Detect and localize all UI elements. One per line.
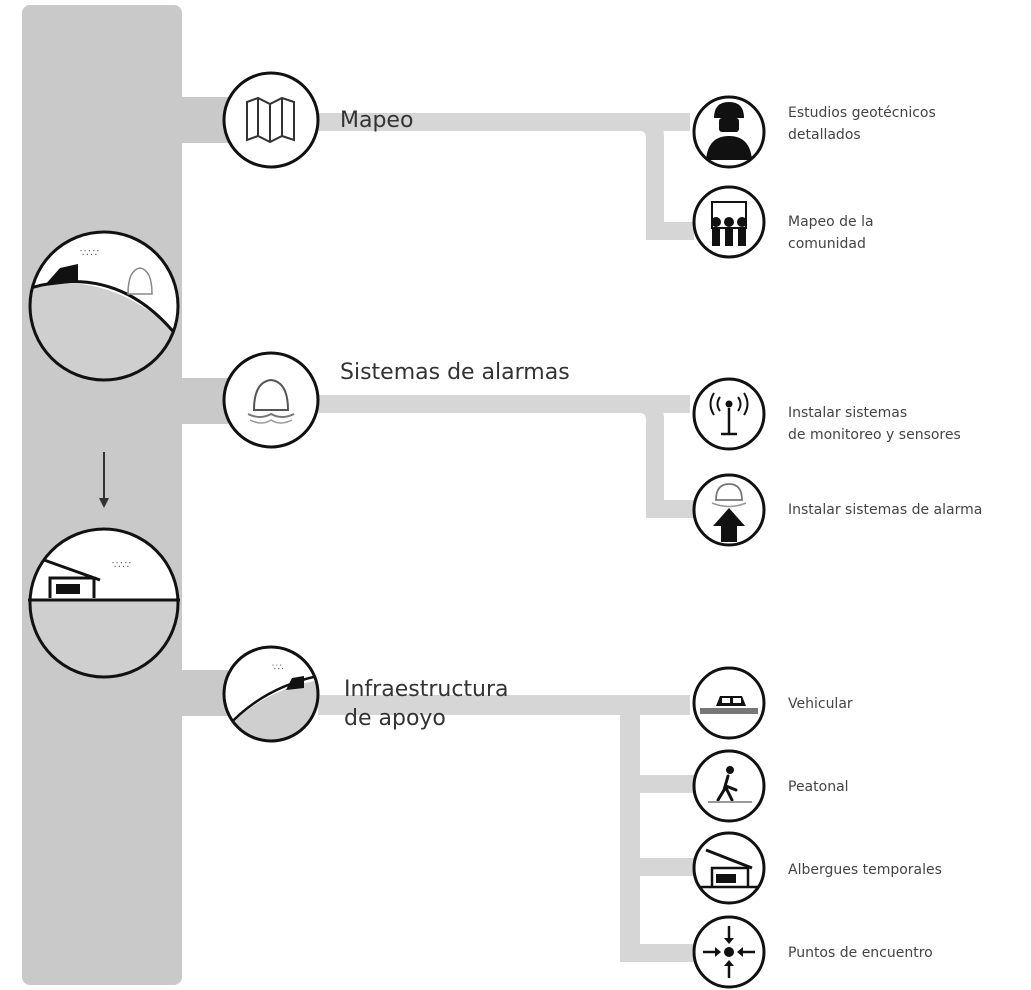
item-label-line: Instalar sistemas de alarma <box>788 502 983 518</box>
item-label-estudios: Estudios geotécnicos detallados <box>788 103 936 146</box>
antenna-icon <box>692 377 766 451</box>
item-label-mapeo-comunidad: Mapeo de la comunidad <box>788 212 874 255</box>
item-label-line: Mapeo de la <box>788 214 874 230</box>
category-label-line: de apoyo <box>344 705 446 731</box>
branch-mapeo <box>318 113 694 240</box>
item-label-vehicular: Vehicular <box>788 694 853 716</box>
hillside-house-icon: ∵∴ <box>222 645 320 743</box>
alarm-evacuation-icon <box>692 473 766 547</box>
category-label-infraestructura: Infraestructura de apoyo <box>344 676 509 733</box>
item-label-line: de monitoreo y sensores <box>788 426 961 443</box>
item-label-monitoreo: Instalar sistemas de monitoreo y sensore… <box>788 403 961 446</box>
alarm-bell-icon <box>222 351 320 449</box>
category-label-line: Infraestructura <box>344 677 509 702</box>
item-label-line: Instalar sistemas <box>788 405 908 421</box>
item-label-line: Albergues temporales <box>788 862 942 878</box>
connector-mapeo <box>180 97 228 143</box>
folded-map-icon <box>222 71 320 169</box>
vertical-band <box>22 5 182 985</box>
item-label-puntos: Puntos de encuentro <box>788 943 933 965</box>
branch-infraestructura <box>318 695 695 962</box>
item-label-alarma: Instalar sistemas de alarma <box>788 500 982 522</box>
shelter-icon <box>692 831 766 905</box>
category-label-mapeo: Mapeo <box>340 108 413 134</box>
item-label-albergues: Albergues temporales <box>788 860 942 882</box>
community-map-icon <box>692 185 766 259</box>
item-label-line: Puntos de encuentro <box>788 945 933 961</box>
arrow-down-icon <box>99 452 109 508</box>
svg-text:∵∴: ∵∴ <box>272 663 283 673</box>
category-label-alarmas: Sistemas de alarmas <box>340 360 570 386</box>
category-label-line: Mapeo <box>340 108 414 133</box>
branch-alarmas <box>318 395 694 518</box>
item-label-line: comunidad <box>788 235 866 252</box>
pedestrian-icon <box>692 749 766 823</box>
engineer-icon <box>692 95 766 169</box>
item-label-line: Estudios geotécnicos <box>788 105 936 121</box>
item-label-peatonal: Peatonal <box>788 777 849 799</box>
meeting-point-icon <box>692 915 766 989</box>
vehicle-icon <box>692 666 766 740</box>
svg-text:∵∴∵: ∵∴∵ <box>80 248 99 259</box>
connector-alarmas <box>180 378 228 424</box>
svg-text:∵∴∵: ∵∴∵ <box>112 560 131 571</box>
connector-infraestructura <box>180 670 228 716</box>
item-label-line: Vehicular <box>788 696 853 712</box>
category-label-line: Sistemas de alarmas <box>340 360 570 385</box>
item-label-line: detallados <box>788 126 861 143</box>
item-label-line: Peatonal <box>788 779 849 795</box>
